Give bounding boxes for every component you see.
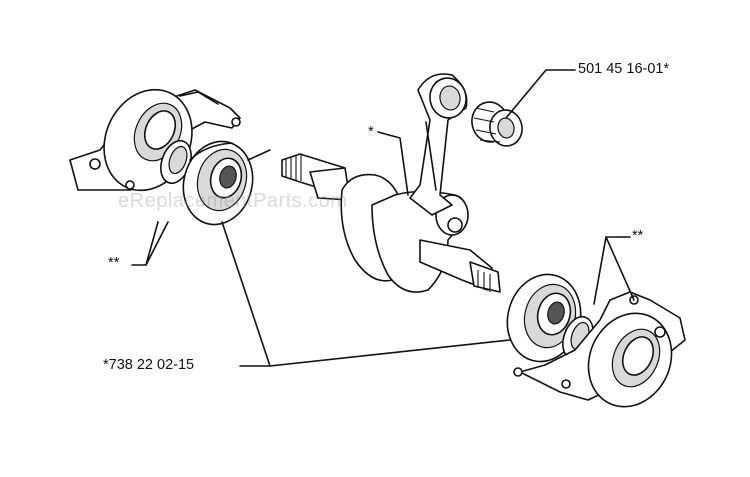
needle-bearing-part-number: 501 45 16-01* bbox=[578, 61, 670, 77]
connecting-rod-marker: * bbox=[368, 124, 374, 140]
right-main-bearing bbox=[506, 273, 582, 363]
connecting-rod bbox=[409, 73, 468, 216]
right-bearing-holder bbox=[513, 291, 686, 408]
left-main-bearing bbox=[182, 140, 254, 226]
main-bearing-part-number: *738 22 02-15 bbox=[103, 357, 195, 373]
leader-lines bbox=[131, 69, 635, 367]
left-bearing-holder bbox=[69, 88, 241, 192]
watermark: eReplacementParts.com bbox=[118, 190, 348, 212]
needle-bearing bbox=[471, 101, 523, 147]
crankshaft bbox=[281, 153, 501, 293]
right-holder-marker: ** bbox=[632, 228, 644, 244]
left-holder-marker: ** bbox=[108, 255, 120, 271]
